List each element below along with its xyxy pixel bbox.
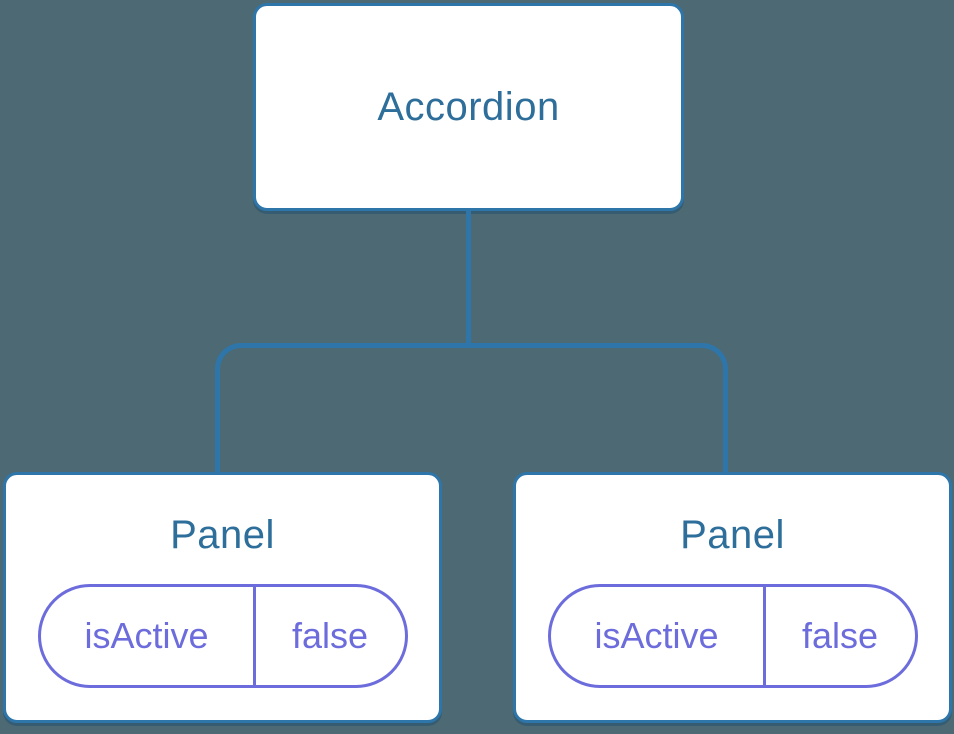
state-key: isActive bbox=[84, 615, 209, 656]
connector-stem bbox=[466, 211, 471, 345]
state-value: false bbox=[252, 587, 405, 685]
panel-right-label: Panel bbox=[680, 513, 785, 557]
connector-bracket bbox=[215, 343, 728, 473]
accordion-label: Accordion bbox=[377, 84, 560, 129]
component-box-panel-left: Panel isActive false bbox=[3, 472, 442, 723]
component-box-accordion: Accordion bbox=[253, 3, 684, 211]
component-box-panel-right: Panel isActive false bbox=[513, 472, 952, 723]
panel-left-state-pill: isActive false bbox=[37, 584, 408, 688]
state-value: false bbox=[762, 587, 915, 685]
state-key: isActive bbox=[594, 615, 719, 656]
panel-right-state-pill: isActive false bbox=[547, 584, 918, 688]
panel-left-label: Panel bbox=[170, 513, 275, 557]
